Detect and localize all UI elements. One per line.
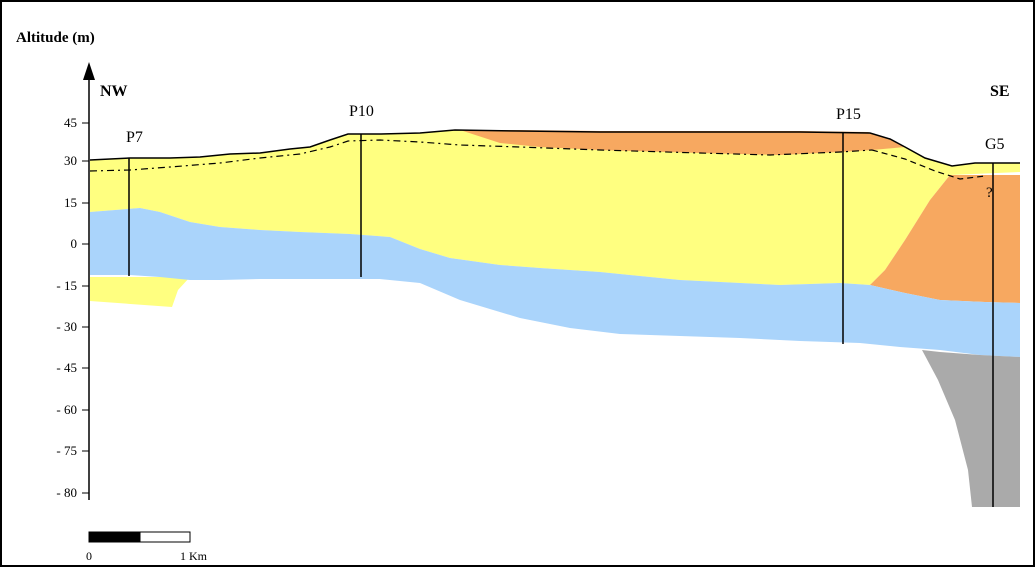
gray-basement <box>922 350 1020 507</box>
piezometric-line <box>89 139 873 172</box>
y-tick-group: 45 30 15 0 - 15 - 30 - 45 - 60 - 75 - 80 <box>56 115 89 500</box>
uncertainty-mark: ? <box>986 185 993 201</box>
layer-blue <box>90 208 1020 357</box>
yellow-main-layer <box>90 130 1020 285</box>
scale-bar-start-label: 0 <box>86 549 92 563</box>
y-tick-label: - 15 <box>56 278 77 293</box>
well-g5-label: G5 <box>985 136 1005 153</box>
well-p15-label: P15 <box>836 106 861 123</box>
scale-bar-white-segment <box>139 531 191 543</box>
orange-top-lens <box>460 130 905 155</box>
y-tick-label: 0 <box>71 236 78 251</box>
direction-se: SE <box>990 83 1010 100</box>
scale-bar-end-label: 1 Km <box>180 549 208 563</box>
y-tick-label: - 30 <box>56 319 77 334</box>
well-p10: P10 <box>349 103 374 277</box>
well-g5: G5 <box>985 136 1005 507</box>
layer-yellow <box>90 130 1020 307</box>
well-p15: P15 <box>836 106 861 344</box>
y-tick-label: - 60 <box>56 402 77 417</box>
y-tick-label: - 75 <box>56 443 77 458</box>
well-p7-label: P7 <box>126 129 143 146</box>
y-axis-arrow-icon <box>83 62 95 80</box>
scale-bar: 0 1 Km <box>86 531 208 563</box>
y-tick-label: 15 <box>64 195 77 210</box>
piezometric-line-dashed <box>871 149 986 180</box>
scale-bar-black-segment <box>88 531 141 543</box>
yellow-bottom-left-lens <box>90 277 190 307</box>
orange-right-wedge <box>870 175 1020 303</box>
axis-title: Altitude (m) <box>16 30 95 46</box>
layer-gray <box>922 350 1020 507</box>
y-tick-label: - 45 <box>56 360 77 375</box>
y-tick-label: 30 <box>64 153 77 168</box>
y-tick-label: - 80 <box>56 485 77 500</box>
y-tick-label: 45 <box>64 115 77 130</box>
well-p10-label: P10 <box>349 103 374 120</box>
ground-surface-line <box>89 129 1020 167</box>
direction-nw: NW <box>100 83 128 100</box>
well-p7: P7 <box>126 129 143 276</box>
blue-aquifer <box>90 208 1020 357</box>
